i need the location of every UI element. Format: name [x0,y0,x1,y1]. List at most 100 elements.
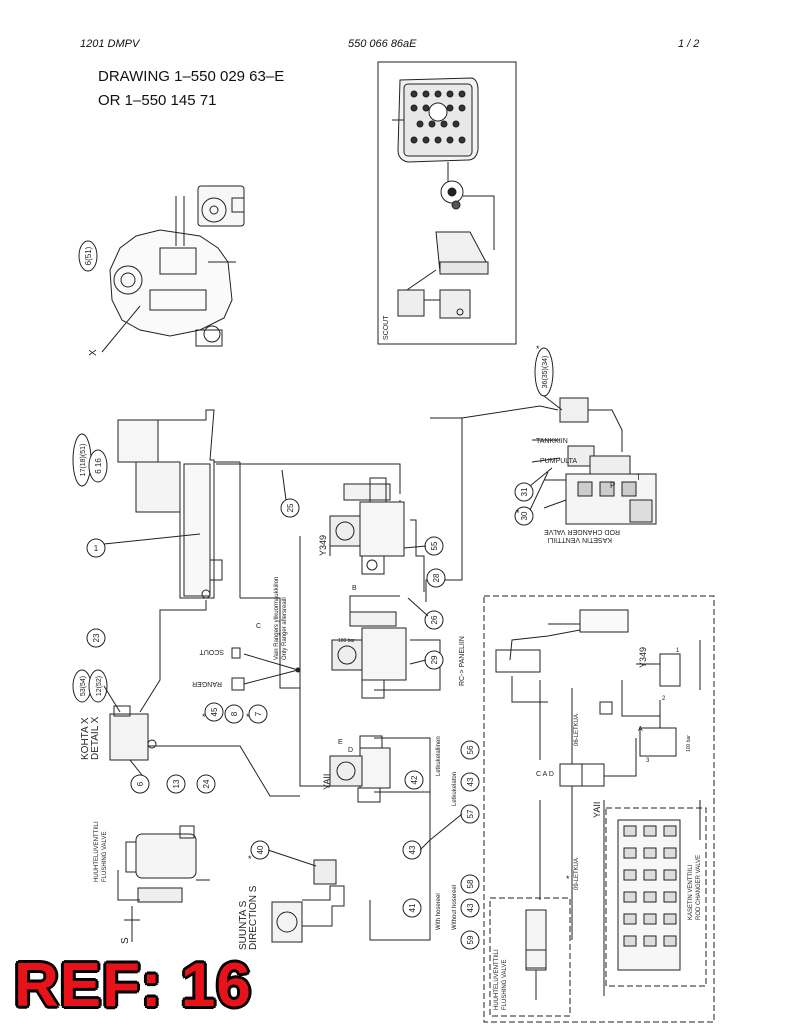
callout-text: 41 [408,903,417,912]
rod-changer-valve [531,397,657,525]
callout-text: 36(35)(34) [542,356,549,389]
right-dashed-frame [483,595,715,1023]
y349-right-label: Y349 [638,647,648,668]
cassette-manifold [617,819,681,971]
callout-text: 40 [256,845,265,854]
callout-text: 30 [520,511,529,520]
pumpulta-label: PUMPULTA [540,458,577,465]
drawing-reference-line2: OR 1–550 145 71 [98,92,217,109]
callout-text: 7 [254,711,263,716]
hydraulic-tank [117,409,241,599]
page-number: 1 / 2 [678,38,700,50]
callout-text: 53(54) [80,676,87,696]
detail-x-label: DETAIL X [90,716,101,760]
letter-d: D [348,747,353,754]
callout-text: 31 [520,487,529,496]
svg-text:*: * [536,344,540,354]
kohta-x-label: KOHTA X [80,717,91,760]
callout-text: 45 [210,707,219,716]
tankkiin-label: TANKKIIN [536,438,568,445]
callout-text: 25 [286,503,295,512]
letter-a: A [638,726,643,733]
right-schematic-lines [495,609,701,996]
callout-text: 6 16 [94,458,103,474]
drawing-reference-line1: DRAWING 1–550 029 63–E [98,68,285,85]
callout-text: 56 [466,745,475,754]
detail-x-valve [109,705,157,781]
scout-ranger-switches [231,647,613,715]
flushing-b-fi-label: HUUHTELUVENTTIILI [494,949,500,1010]
only-ranger-label: Only Ranger aflersreaill [282,597,288,660]
port-2-label: 2 [662,696,666,702]
vain-rangers-label: Vain Rangers ylikuormaukkiilon [274,577,280,660]
y349-upper-label: Y349 [318,535,328,556]
model-label: 1201 DMPV [80,38,140,50]
callout-text: 23 [92,633,101,642]
svg-text:*: * [248,854,252,864]
flushing-b-en-label: FLUSHING VALVE [502,960,508,1010]
svg-text:*: * [202,712,206,722]
flushing-valve-symbol [525,909,547,1000]
scout-controller-remote [392,77,479,163]
callout-text: 58 [466,879,475,888]
callout-text: 55 [430,541,439,550]
upper-valve-block-y349 [329,477,405,575]
direction-s-label: DIRECTION S [248,885,259,950]
callout-text: 26 [430,615,439,624]
scout-box-label: SCOUT [383,315,390,340]
port-1-label: 1 [676,648,680,654]
scout-valve-block [397,289,471,319]
callout-text: 43 [466,903,475,912]
letter-b: B [352,585,357,592]
cassette-valve-frame [605,807,707,987]
callout-text: 13 [172,779,181,788]
cassette-valve-fi-label: KASETIN VENTTIILI [688,864,694,920]
rc-panel-label: RC-> PANELIIN [459,636,466,686]
callout-text: 57 [466,809,475,818]
document-number: 550 066 86aE [348,38,417,50]
svg-text:*: * [246,712,250,722]
svg-text:*: * [566,874,570,884]
detail-x-leader [101,305,141,353]
callout-text: 24 [202,779,211,788]
rod-changer-fi-label: KASETIN VENTTIILI [547,536,612,543]
cassette-valve-en-label: ROD CHANGER VALVE [696,855,702,920]
scout-connector-plug [440,162,495,250]
suunta-s-label: SUUNTA S [238,900,249,950]
yaii-left-label: YAII [322,774,332,790]
callout-text: 6(51) [84,246,93,265]
callout-text: 12(52) [96,676,103,696]
without-hosereel-fi-label: Letkukelaton [452,772,458,806]
pressure-100bar-label: 100 bar [338,638,355,644]
hose-06-label: 06-LETKUA [574,714,580,746]
callout-circles [72,240,554,950]
callout-text: 28 [432,573,441,582]
cad-label: C A D [536,771,554,778]
letter-c: C [256,623,261,630]
without-hosereel-label: Without hosereel [452,885,458,930]
letter-e: E [338,739,343,746]
flushing-frame [489,897,571,1017]
callout-text: 29 [430,655,439,664]
direction-s-fitting [271,859,345,943]
scout-box-frame [377,61,517,345]
x-mark: X [88,349,99,356]
yaii-right-label: YAII [592,802,602,818]
port-3-label: 3 [646,758,650,764]
pump-assembly [109,185,245,347]
lower-valve-block [331,611,407,699]
flushing-valve [117,825,210,942]
svg-text:*: * [516,508,520,518]
callout-text: 17(18)(51) [80,444,87,477]
hose-09-label: 09-LETKUA [574,858,580,890]
s-mark: S [120,937,131,944]
leader-lines [103,395,563,867]
callout-text: 43 [466,777,475,786]
callout-text: 59 [466,935,475,944]
callout-text: 8 [230,711,239,716]
letter-p: P [610,481,615,490]
flushing-valve-en-label: FLUSHING VALVE [102,832,108,882]
yaii-valve-block [329,735,391,803]
scout-label: SCOUT [199,648,224,655]
